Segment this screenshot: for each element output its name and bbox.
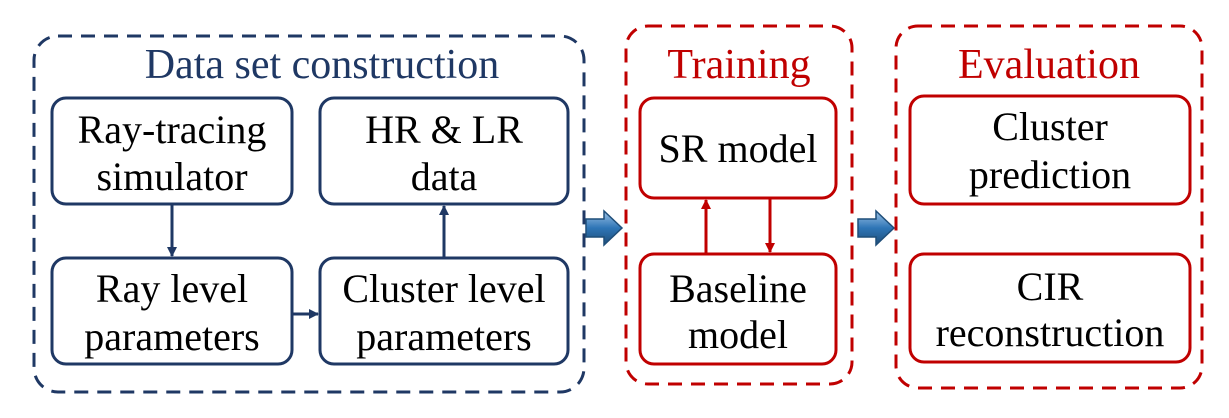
cir-reconstruction-box: CIR reconstruction <box>908 252 1192 364</box>
cir-line1: CIR <box>1017 264 1084 309</box>
hr-lr-data-box: HR & LR data <box>318 96 570 206</box>
evaluation-group-title: Evaluation <box>958 42 1140 88</box>
evaluation-group-border <box>894 24 1204 390</box>
ray-tracing-simulator-box: Ray-tracing simulator <box>50 96 294 206</box>
cluster-prediction-box: Cluster prediction <box>908 94 1192 206</box>
ray-level-line2: parameters <box>84 314 259 359</box>
baseline-model-box: Baseline model <box>638 252 838 366</box>
dataset-construction-group: Data set construction Ray-tracing simula… <box>32 34 586 394</box>
sr-model-label: SR model <box>659 126 818 171</box>
dataset-group-title: Data set construction <box>145 42 500 88</box>
baseline-line2: model <box>688 312 788 357</box>
ray-tracing-line2: simulator <box>96 154 247 199</box>
training-group: Training SR model Baseline model <box>624 24 854 386</box>
right-block-arrow-icon-2 <box>857 209 896 247</box>
dataset-group-border <box>32 34 586 394</box>
right-block-arrow-icon <box>585 209 624 247</box>
cir-line2: reconstruction <box>936 310 1165 355</box>
cluster-level-parameters-box: Cluster level parameters <box>318 256 570 366</box>
ray-tracing-line1: Ray-tracing <box>78 107 267 152</box>
ray-level-line1: Ray level <box>96 266 248 311</box>
baseline-line1: Baseline <box>669 266 807 311</box>
training-group-title: Training <box>667 42 810 88</box>
evaluation-group: Evaluation Cluster prediction CIR recons… <box>894 24 1204 390</box>
sr-model-box: SR model <box>638 96 838 200</box>
cluster-prediction-line2: prediction <box>969 152 1131 197</box>
hr-lr-line2: data <box>411 154 478 199</box>
cluster-level-line1: Cluster level <box>342 266 545 311</box>
hr-lr-line1: HR & LR <box>365 107 523 152</box>
training-group-border <box>624 24 854 386</box>
ray-level-parameters-box: Ray level parameters <box>50 256 294 366</box>
cluster-prediction-line1: Cluster <box>992 104 1108 149</box>
cluster-level-line2: parameters <box>356 314 531 359</box>
